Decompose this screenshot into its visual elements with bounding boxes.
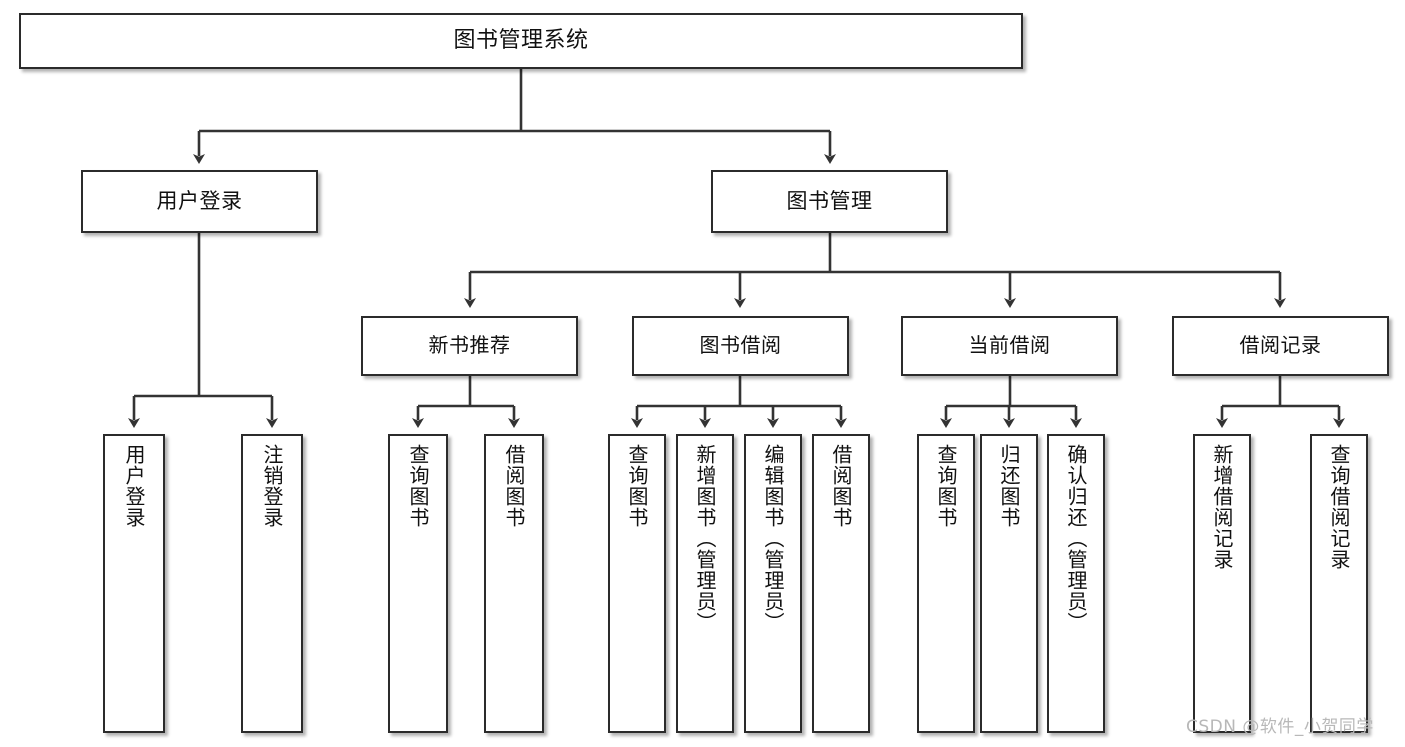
node-user-login[interactable]: 用户登录: [81, 170, 318, 233]
leaf-user-login-logout[interactable]: 注销登录: [241, 434, 303, 733]
leaf-current-borrow-return-label: 归还图书: [997, 444, 1021, 528]
leaf-user-login-login-label: 用户登录: [122, 444, 146, 528]
leaf-current-borrow-query[interactable]: 查询图书: [917, 434, 975, 733]
node-book-borrow[interactable]: 图书借阅: [632, 316, 849, 376]
node-user-login-label: 用户登录: [156, 189, 243, 214]
leaf-book-borrow-query[interactable]: 查询图书: [608, 434, 666, 733]
leaf-book-borrow-query-label: 查询图书: [625, 444, 649, 528]
leaf-book-borrow-edit[interactable]: 编辑图书（管理员）: [744, 434, 802, 733]
leaf-new-book-borrow-label: 借阅图书: [502, 444, 526, 528]
leaf-current-borrow-return[interactable]: 归还图书: [980, 434, 1038, 733]
node-borrow-record-label: 借阅记录: [1239, 333, 1322, 358]
leaf-borrow-record-query-label: 查询借阅记录: [1327, 444, 1351, 570]
node-root-label: 图书管理系统: [453, 28, 589, 54]
leaf-book-borrow-borrow-label: 借阅图书: [829, 444, 853, 528]
leaf-book-borrow-add[interactable]: 新增图书（管理员）: [676, 434, 734, 733]
node-book-borrow-label: 图书借阅: [699, 333, 782, 358]
leaf-current-borrow-query-label: 查询图书: [934, 444, 958, 528]
node-new-book-recommend[interactable]: 新书推荐: [361, 316, 578, 376]
leaf-user-login-logout-label: 注销登录: [260, 444, 284, 528]
leaf-book-borrow-add-label: 新增图书（管理员）: [693, 444, 717, 633]
leaf-borrow-record-add[interactable]: 新增借阅记录: [1193, 434, 1251, 733]
node-book-management-label: 图书管理: [786, 189, 873, 214]
leaf-new-book-query-label: 查询图书: [406, 444, 430, 528]
leaf-book-borrow-edit-label: 编辑图书（管理员）: [761, 444, 785, 633]
node-book-management[interactable]: 图书管理: [711, 170, 948, 233]
node-borrow-record[interactable]: 借阅记录: [1172, 316, 1389, 376]
leaf-borrow-record-add-label: 新增借阅记录: [1210, 444, 1234, 570]
leaf-new-book-query[interactable]: 查询图书: [388, 434, 448, 733]
leaf-user-login-login[interactable]: 用户登录: [103, 434, 165, 733]
node-root[interactable]: 图书管理系统: [19, 13, 1023, 69]
leaf-new-book-borrow[interactable]: 借阅图书: [484, 434, 544, 733]
leaf-book-borrow-borrow[interactable]: 借阅图书: [812, 434, 870, 733]
node-new-book-recommend-label: 新书推荐: [428, 333, 511, 358]
leaf-borrow-record-query[interactable]: 查询借阅记录: [1310, 434, 1368, 733]
leaf-current-borrow-confirm-return[interactable]: 确认归还（管理员）: [1047, 434, 1105, 733]
node-current-borrow[interactable]: 当前借阅: [901, 316, 1118, 376]
node-current-borrow-label: 当前借阅: [968, 333, 1051, 358]
leaf-current-borrow-confirm-return-label: 确认归还（管理员）: [1064, 444, 1088, 633]
